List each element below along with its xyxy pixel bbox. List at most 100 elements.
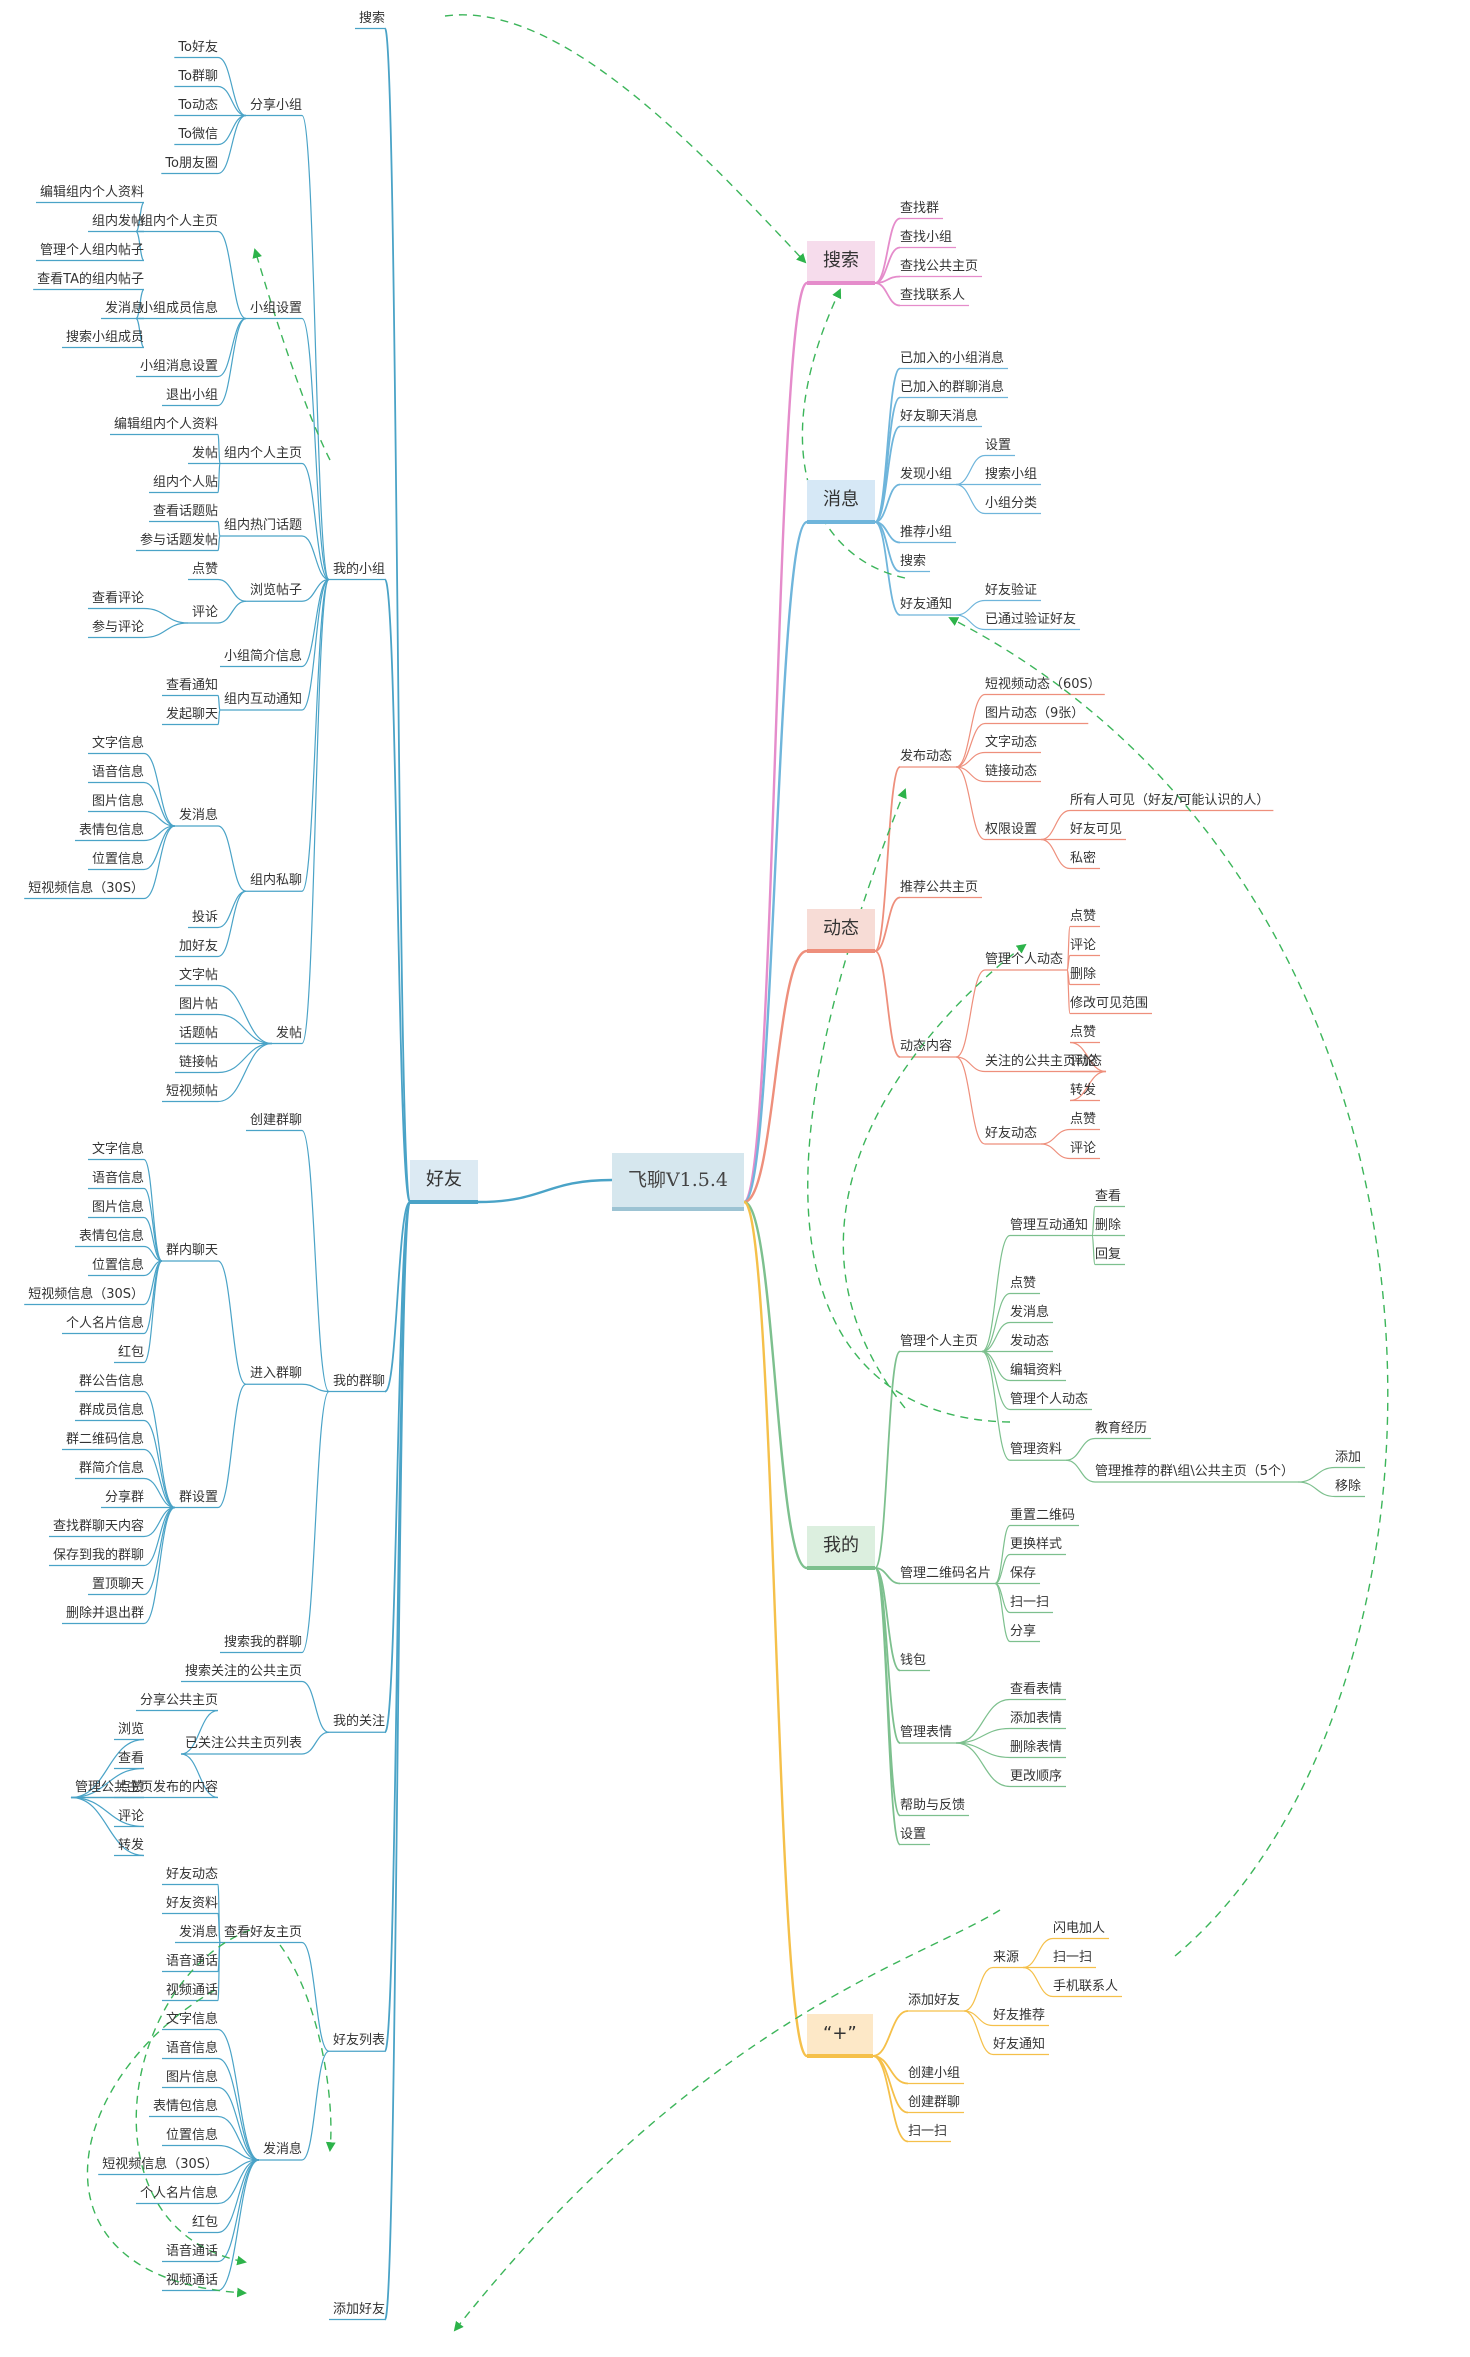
leaf-node-d3[interactable]: 话题帖 <box>178 1025 218 1041</box>
branch-messages[interactable]: 消息 <box>807 480 875 524</box>
leaf-node-d3[interactable]: 查看话题贴 <box>152 503 218 519</box>
leaf-node-d3[interactable]: 扫一扫 <box>1053 1949 1093 1965</box>
topic-node-d1[interactable]: 管理表情 <box>900 1725 953 1740</box>
leaf-node-d4[interactable]: 置顶聊天 <box>91 1576 144 1592</box>
branch-me[interactable]: 我的 <box>807 1526 875 1570</box>
leaf-node-d1[interactable]: 钱包 <box>900 1652 927 1668</box>
topic-node-d2[interactable]: 进入群聊 <box>249 1366 302 1382</box>
leaf-node-d2[interactable]: 点赞 <box>1010 1275 1037 1291</box>
leaf-node-d3[interactable]: 短视频信息（30S） <box>102 2156 218 2172</box>
leaf-node-d4[interactable]: 位置信息 <box>91 851 144 867</box>
leaf-node-d1[interactable]: 推荐公共主页 <box>900 879 979 895</box>
leaf-node-d2[interactable]: 分享 <box>1010 1623 1037 1639</box>
leaf-node-d4[interactable]: 短视频信息（30S） <box>28 1286 144 1302</box>
leaf-node-d3[interactable]: 手机联系人 <box>1053 1978 1119 1994</box>
leaf-node-d4[interactable]: 管理个人组内帖子 <box>39 242 144 258</box>
topic-node-d2[interactable]: 分享小组 <box>249 97 302 113</box>
leaf-node-d2[interactable]: 扫一扫 <box>1010 1594 1050 1610</box>
leaf-node-d3[interactable]: 点赞 <box>1070 1024 1097 1040</box>
leaf-node-d2[interactable]: 删除表情 <box>1010 1739 1063 1755</box>
topic-node-d2[interactable]: 发消息 <box>262 2142 302 2157</box>
leaf-node-d3[interactable]: 查看 <box>1095 1188 1122 1204</box>
leaf-node-d2[interactable]: 保存 <box>1010 1565 1037 1581</box>
leaf-node-d3[interactable]: 语音通话 <box>165 2243 218 2259</box>
topic-node-d2[interactable]: 发帖 <box>275 1025 302 1041</box>
leaf-node-d2[interactable]: 搜索关注的公共主页 <box>184 1663 302 1679</box>
topic-node-d1[interactable]: 动态内容 <box>900 1039 953 1054</box>
leaf-node-d2[interactable]: 设置 <box>985 437 1012 453</box>
topic-node-d3[interactable]: 管理推荐的群\组\公共主页（5个） <box>1095 1464 1295 1479</box>
leaf-node-d2[interactable]: 图片动态（9张） <box>985 705 1085 721</box>
leaf-node-d1[interactable]: 扫一扫 <box>908 2123 948 2139</box>
topic-node-d1[interactable]: 发布动态 <box>900 749 953 764</box>
leaf-node-d4[interactable]: 转发 <box>117 1837 144 1853</box>
topic-node-d3[interactable]: 群内聊天 <box>165 1243 218 1258</box>
leaf-node-d3[interactable]: 评论 <box>1070 937 1097 953</box>
leaf-node-d3[interactable]: 修改可见范围 <box>1070 995 1149 1011</box>
leaf-node-d2[interactable]: 搜索小组 <box>985 466 1038 482</box>
topic-node-d3[interactable]: 组内个人主页 <box>139 213 218 229</box>
leaf-node-d2[interactable]: 查看表情 <box>1010 1681 1063 1697</box>
leaf-node-d2[interactable]: 管理个人动态 <box>1010 1391 1089 1407</box>
leaf-node-d3[interactable]: 删除 <box>1095 1217 1122 1233</box>
leaf-node-d1[interactable]: 搜索 <box>358 10 385 26</box>
leaf-node-d4[interactable]: 图片信息 <box>91 793 144 809</box>
topic-node-d1[interactable]: 好友列表 <box>332 2033 385 2049</box>
leaf-node-d3[interactable]: 点赞 <box>1070 1111 1097 1127</box>
leaf-node-d3[interactable]: To朋友圈 <box>165 155 218 171</box>
leaf-node-d3[interactable]: 发起聊天 <box>165 706 218 722</box>
topic-node-d1[interactable]: 添加好友 <box>908 1993 961 2008</box>
leaf-node-d2[interactable]: 好友验证 <box>985 582 1038 598</box>
leaf-node-d4[interactable]: 发消息 <box>104 300 144 316</box>
topic-node-d3[interactable]: 小组成员信息 <box>139 300 218 316</box>
leaf-node-d3[interactable]: 视频通话 <box>165 2272 218 2288</box>
leaf-node-d3[interactable]: 红包 <box>191 2214 218 2230</box>
leaf-node-d4[interactable]: 短视频信息（30S） <box>28 880 144 896</box>
leaf-node-d3[interactable]: 评论 <box>1070 1053 1097 1069</box>
leaf-node-d2[interactable]: 已通过验证好友 <box>985 611 1077 627</box>
leaf-node-d3[interactable]: 转发 <box>1070 1082 1097 1098</box>
leaf-node-d3[interactable]: 删除 <box>1070 966 1097 982</box>
leaf-node-d3[interactable]: 文字信息 <box>165 2011 218 2027</box>
leaf-node-d2[interactable]: 短视频动态（60S） <box>985 676 1101 692</box>
leaf-node-d4[interactable]: 位置信息 <box>91 1257 144 1273</box>
topic-node-d2[interactable]: 组内互动通知 <box>223 692 302 707</box>
topic-node-d2[interactable]: 管理个人动态 <box>985 952 1064 967</box>
leaf-node-d3[interactable]: 编辑组内个人资料 <box>113 416 218 432</box>
topic-node-d1[interactable]: 发现小组 <box>900 466 953 482</box>
leaf-node-d4[interactable]: 参与评论 <box>91 619 144 635</box>
leaf-node-d3[interactable]: To群聊 <box>178 68 218 84</box>
leaf-node-d3[interactable]: 发消息 <box>178 1924 218 1940</box>
leaf-node-d2[interactable]: 好友通知 <box>993 2036 1046 2052</box>
leaf-node-d3[interactable]: 位置信息 <box>165 2127 218 2143</box>
leaf-node-d3[interactable]: To微信 <box>178 126 218 142</box>
leaf-node-d2[interactable]: 发消息 <box>1010 1304 1050 1320</box>
branch-moments[interactable]: 动态 <box>807 909 875 953</box>
leaf-node-d1[interactable]: 创建小组 <box>908 2065 961 2081</box>
topic-node-d2[interactable]: 小组设置 <box>249 300 302 316</box>
root-node[interactable]: 飞聊V1.5.4 <box>612 1153 744 1211</box>
leaf-node-d1[interactable]: 好友聊天消息 <box>900 408 979 424</box>
leaf-node-d3[interactable]: 文字帖 <box>178 967 218 983</box>
topic-node-d2[interactable]: 权限设置 <box>985 821 1038 837</box>
leaf-node-d1[interactable]: 推荐小组 <box>900 524 953 540</box>
leaf-node-d4[interactable]: 语音信息 <box>91 1170 144 1186</box>
leaf-node-d2[interactable]: 文字动态 <box>985 734 1038 750</box>
leaf-node-d4[interactable]: 点赞 <box>117 1779 144 1795</box>
leaf-node-d3[interactable]: 投诉 <box>191 909 218 925</box>
leaf-node-d2[interactable]: 小组分类 <box>985 495 1038 511</box>
leaf-node-d4[interactable]: 搜索小组成员 <box>65 329 144 345</box>
leaf-node-d3[interactable]: 短视频帖 <box>165 1083 218 1099</box>
leaf-node-d4[interactable]: 群公告信息 <box>78 1373 144 1389</box>
leaf-node-d4[interactable]: 组内发帖 <box>91 213 144 229</box>
leaf-node-d1[interactable]: 已加入的群聊消息 <box>900 379 1005 395</box>
leaf-node-d3[interactable]: 闪电加人 <box>1053 1920 1106 1936</box>
leaf-node-d2[interactable]: 搜索我的群聊 <box>223 1634 302 1650</box>
leaf-node-d4[interactable]: 查看 <box>117 1750 144 1766</box>
leaf-node-d4[interactable]: 表情包信息 <box>78 822 144 838</box>
leaf-node-d4[interactable]: 编辑组内个人资料 <box>39 184 144 200</box>
leaf-node-d4[interactable]: 文字信息 <box>91 735 144 751</box>
leaf-node-d4[interactable]: 保存到我的群聊 <box>52 1547 144 1563</box>
topic-node-d2[interactable]: 组内热门话题 <box>223 518 302 533</box>
topic-node-d2[interactable]: 已关注公共主页列表 <box>184 1736 302 1751</box>
